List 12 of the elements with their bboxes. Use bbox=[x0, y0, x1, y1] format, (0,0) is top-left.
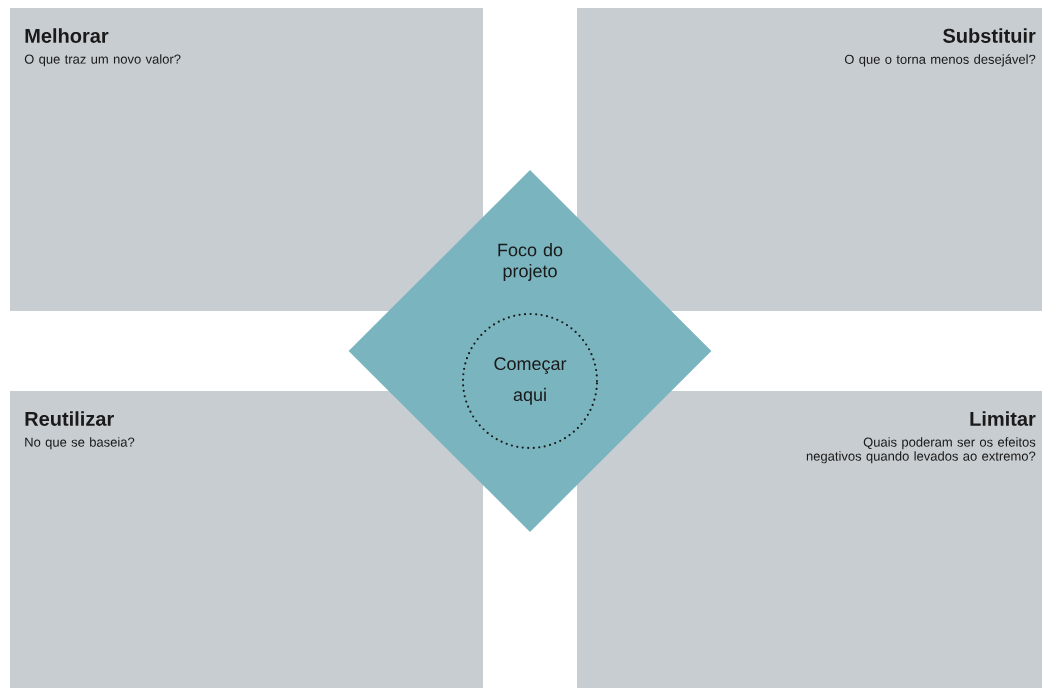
heading: Limitar bbox=[970, 411, 1036, 426]
heading: Melhorar bbox=[25, 28, 109, 43]
question: O que o torna menos desejável? bbox=[844, 54, 1036, 67]
quadrant-box bbox=[577, 391, 1042, 688]
question: Quais poderam ser os efeitos negativos quando levados ao extremo? bbox=[806, 437, 1036, 464]
quadrant-box bbox=[10, 8, 483, 311]
heading: Substituir bbox=[943, 28, 1036, 43]
question: O que traz um novo valor? bbox=[24, 54, 181, 67]
question: No que se baseia? bbox=[25, 437, 135, 450]
heading: Reutilizar bbox=[25, 411, 114, 426]
quadrant-box bbox=[10, 391, 483, 688]
quadrant-box bbox=[577, 8, 1042, 311]
